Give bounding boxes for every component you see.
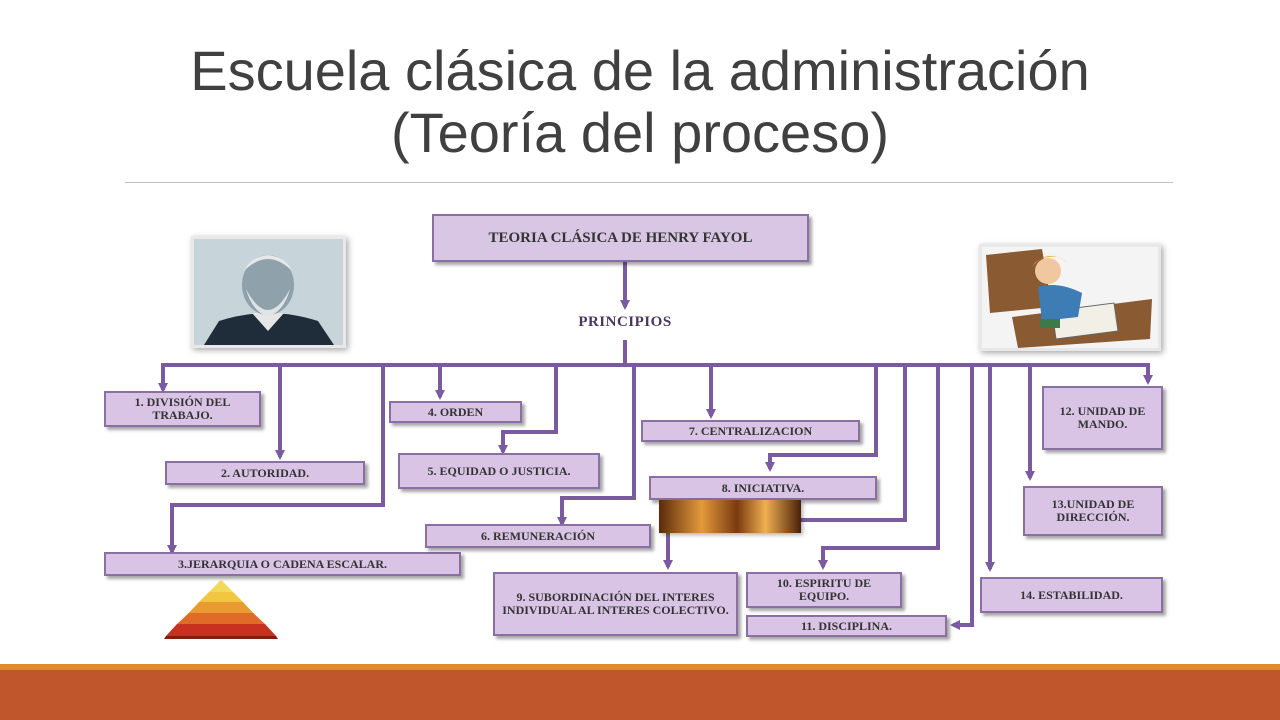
branch-9 [663,363,907,570]
branch-11 [950,363,974,630]
office-worker-cartoon [979,244,1161,351]
title-divider [125,182,1173,183]
footer-bar [0,670,1280,720]
principle-box-10: 10. ESPIRITU DE EQUIPO. [746,572,902,608]
principle-box-12: 12. UNIDAD DE MANDO. [1042,386,1163,450]
branch-3 [167,363,385,555]
slide-title: Escuela clásica de la administración (Te… [0,40,1280,164]
principle-box-1: 1. DIVISIÓN DEL TRABAJO. [104,391,261,427]
principle-label-13: 13.UNIDAD DE DIRECCIÓN. [1051,497,1135,524]
branch-10 [818,363,940,570]
principle-label-11: 11. DISCIPLINA. [800,618,893,633]
principle-box-9: 9. SUBORDINACIÓN DEL INTERES INDIVIDUAL … [493,572,738,636]
principle-label-1: 1. DIVISIÓN DEL TRABAJO. [134,395,231,422]
principle-label-10: 10. ESPIRITU DE EQUIPO. [776,576,872,603]
principle-label-6: 6. REMUNERACIÓN [481,528,595,543]
principle-box-6: 6. REMUNERACIÓN [425,524,651,548]
principle-label-7: 7. CENTRALIZACION [688,423,813,438]
principle-box-7: 7. CENTRALIZACION [641,420,860,442]
principle-box-14: 14. ESTABILIDAD. [980,577,1163,613]
branch-6 [557,363,636,527]
slide-title-line1: Escuela clásica de la administración [190,39,1090,102]
principle-box-3: 3.JERARQUIA O CADENA ESCALAR. [104,552,461,576]
principle-label-12: 12. UNIDAD DE MANDO. [1059,404,1146,431]
principle-label-4: 4. ORDEN [427,404,484,419]
slide-title-line2: (Teoría del proceso) [390,101,889,164]
hierarchy-pyramid-image [164,580,278,639]
principle-box-13: 13.UNIDAD DE DIRECCIÓN. [1023,486,1163,536]
principle-label-8: 8. INICIATIVA. [721,480,805,495]
principle-box-11: 11. DISCIPLINA. [746,615,947,637]
principle-label-9: 9. SUBORDINACIÓN DEL INTERES INDIVIDUAL … [502,590,729,617]
head-label: TEORIA CLÁSICA DE HENRY FAYOL [488,229,753,246]
principle-box-8: 8. INICIATIVA. [649,476,877,500]
portrait-illustration [194,239,343,345]
head-box: TEORIA CLÁSICA DE HENRY FAYOL [432,214,809,262]
footer-accent-line [0,664,1280,670]
principle-label-3: 3.JERARQUIA O CADENA ESCALAR. [177,556,388,571]
cartoon-illustration [982,247,1158,348]
principle-label-2: 2. AUTORIDAD. [220,465,310,480]
principle-box-4: 4. ORDEN [389,401,522,423]
fire-image [659,500,801,533]
principle-box-5: 5. EQUIDAD O JUSTICIA. [398,453,600,489]
branch-5 [498,363,558,455]
principios-label: PRINCIPIOS [578,314,672,330]
principle-box-2: 2. AUTORIDAD. [165,461,365,485]
branch-8 [765,363,878,472]
fayol-portrait-image [191,236,346,348]
principle-label-5: 5. EQUIDAD O JUSTICIA. [427,463,571,478]
principle-label-14: 14. ESTABILIDAD. [1020,587,1123,602]
